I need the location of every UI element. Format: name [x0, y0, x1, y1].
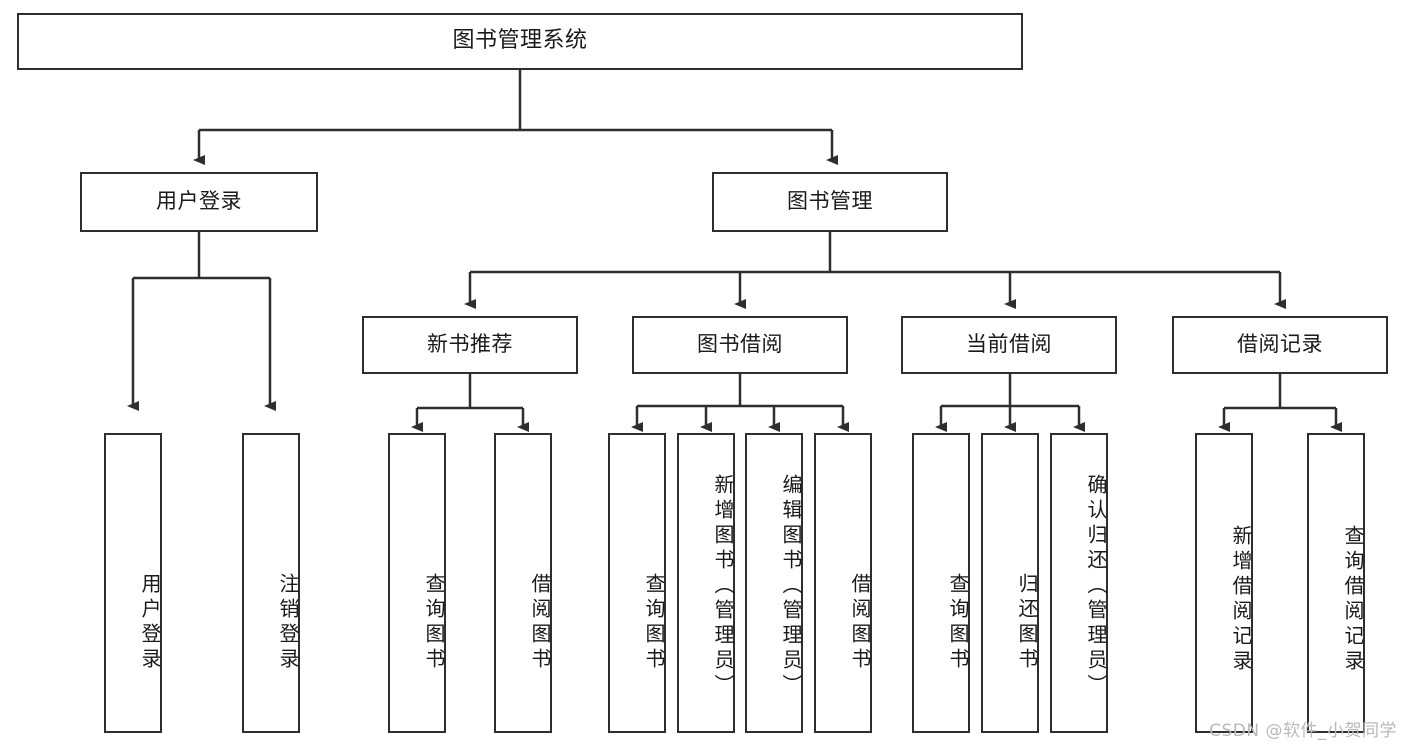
node-user-login[interactable]: 用户登录 — [80, 172, 318, 232]
leaf-user-login[interactable]: 用户登录 — [104, 433, 162, 733]
node-label: 新增图书（管理员） — [711, 473, 735, 699]
leaf-borrow-book[interactable]: 借阅图书 — [814, 433, 872, 733]
node-label: 查询图书 — [422, 573, 446, 673]
node-label: 新书推荐 — [427, 332, 513, 357]
leaf-return-book[interactable]: 归还图书 — [981, 433, 1039, 733]
leaf-add-book-admin[interactable]: 新增图书（管理员） — [677, 433, 735, 733]
csdn-watermark: CSDN @软件_小贺同学 — [1209, 721, 1397, 741]
node-label: 用户登录 — [138, 573, 162, 673]
node-label: 归还图书 — [1015, 573, 1039, 673]
node-root-system[interactable]: 图书管理系统 — [17, 13, 1023, 70]
node-label: 借阅图书 — [528, 573, 552, 673]
node-book-borrow[interactable]: 图书借阅 — [632, 316, 848, 374]
leaf-query-book-new[interactable]: 查询图书 — [388, 433, 446, 733]
node-label: 注销登录 — [276, 573, 300, 673]
node-label: 图书管理系统 — [452, 28, 588, 54]
node-label: 新增借阅记录 — [1229, 525, 1253, 675]
leaf-confirm-return-admin[interactable]: 确认归还（管理员） — [1050, 433, 1108, 733]
node-label: 当前借阅 — [966, 332, 1052, 357]
leaf-borrow-book-new[interactable]: 借阅图书 — [494, 433, 552, 733]
leaf-query-book-current[interactable]: 查询图书 — [912, 433, 970, 733]
node-label: 编辑图书（管理员） — [779, 473, 803, 699]
node-book-management[interactable]: 图书管理 — [712, 172, 948, 232]
node-label: 借阅记录 — [1237, 332, 1323, 357]
leaf-logout[interactable]: 注销登录 — [242, 433, 300, 733]
node-label: 图书借阅 — [697, 332, 783, 357]
node-label: 查询图书 — [642, 573, 666, 673]
node-label: 借阅图书 — [848, 573, 872, 673]
node-label: 查询借阅记录 — [1341, 525, 1365, 675]
leaf-query-book-borrow[interactable]: 查询图书 — [608, 433, 666, 733]
node-label: 用户登录 — [156, 189, 242, 214]
node-new-book-recommend[interactable]: 新书推荐 — [362, 316, 578, 374]
node-label: 确认归还（管理员） — [1084, 473, 1108, 699]
node-current-borrow[interactable]: 当前借阅 — [901, 316, 1117, 374]
node-label: 查询图书 — [946, 573, 970, 673]
node-borrow-record[interactable]: 借阅记录 — [1172, 316, 1388, 374]
node-label: 图书管理 — [787, 189, 873, 214]
leaf-add-borrow-record[interactable]: 新增借阅记录 — [1195, 433, 1253, 733]
leaf-edit-book-admin[interactable]: 编辑图书（管理员） — [745, 433, 803, 733]
leaf-query-borrow-record[interactable]: 查询借阅记录 — [1307, 433, 1365, 733]
